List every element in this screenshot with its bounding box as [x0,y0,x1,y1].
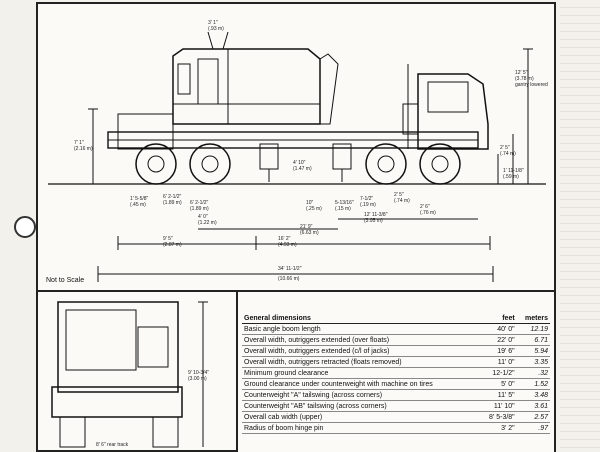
front-side-box [137,326,169,368]
svg-text:(2.87 m): (2.87 m) [163,242,182,248]
dim-rear-1: 10" [306,200,314,206]
side-view-drawing: 3' 1" (.93 m) 12' 5" (3.78 m) gantry low… [48,20,548,282]
binder-hole [14,216,36,238]
svg-text:(6.63 m): (6.63 m) [300,230,319,236]
svg-text:(4.93 m): (4.93 m) [278,242,297,248]
dim-front-1: 2' 5" [394,192,404,198]
front-view-panel: 9' 10-3/4" (3.00 m) 8' 6" rear track [36,292,238,452]
dim-deck-height: 7' 1" [74,140,84,146]
table-row: Overall width, outriggers retracted (flo… [242,356,550,368]
general-dimensions-panel: General dimensions feet meters Basic ang… [238,292,556,452]
col-meters: meters [516,314,550,324]
hub-3 [377,155,395,173]
dim-overall-length: 34' 11-1/2" [278,266,302,272]
svg-text:(.93 m): (.93 m) [208,26,224,32]
hub-2 [201,155,219,173]
dim-ground-clear: 1' 11-1/8" [503,168,524,174]
dim-front-height: 2' 5" [500,145,510,151]
carrier-cab [417,73,489,150]
dim-wheelbase: 9' 5" [163,236,173,242]
dim-left-2: 6' 2-1/2" [163,194,182,200]
carrier-cab-window [427,81,469,113]
svg-text:(.19 m): (.19 m) [360,202,376,208]
svg-text:(1.22 m): (1.22 m) [198,220,217,226]
dim-mid-1: 6' 2-1/2" [190,200,209,206]
not-to-scale-note: Not to Scale [46,277,85,284]
dim-left-1: 1' 5-5/8" [130,196,149,202]
table-row: Overall width, outriggers extended (c/l … [242,345,550,357]
dim-outrigger: 4' 10" [293,160,306,166]
svg-text:gantry lowered: gantry lowered [515,82,548,88]
operator-cab-window [197,58,219,105]
carrier-tank [402,103,419,135]
table-title: General dimensions [242,314,481,324]
dim-front-2: 2' 6" [420,204,430,210]
front-track: 8' 6" rear track [96,442,129,448]
cab-door [177,63,191,95]
dim-rear-3: 7-1/2" [360,196,373,202]
front-windshield [65,309,137,371]
wheel-3 [365,143,407,185]
counterweight [117,113,174,150]
dim-leader-boom-top [207,31,214,50]
svg-text:(1.89 m): (1.89 m) [163,200,182,206]
dim-rear-2: 5-13/16" [335,200,354,206]
hub-1 [147,155,165,173]
dim-boom-top: 3' 1" [208,20,218,26]
general-dimensions-table: General dimensions feet meters Basic ang… [242,314,550,434]
svg-text:(1.47 m): (1.47 m) [293,166,312,172]
side-view-panel: 3' 1" (.93 m) 12' 5" (3.78 m) gantry low… [36,2,556,292]
wheel-4 [419,143,461,185]
dim-center-2: 16' 2" [278,236,291,242]
front-bumper [51,386,183,418]
front-cab-body [57,301,179,393]
svg-text:(.15 m): (.15 m) [335,206,351,212]
svg-text:(3.78 m): (3.78 m) [515,76,534,82]
svg-text:(.74 m): (.74 m) [394,198,410,204]
front-tire-left [59,416,86,448]
front-height: 9' 10-3/4" [188,370,209,376]
col-feet: feet [480,314,517,324]
svg-text:(1.89 m): (1.89 m) [190,206,209,212]
front-view-drawing: 9' 10-3/4" (3.00 m) 8' 6" rear track [51,301,209,448]
svg-text:(3.00 m): (3.00 m) [188,376,207,382]
svg-text:(.76 m): (.76 m) [420,210,436,216]
table-row: Ground clearance under counterweight wit… [242,378,550,390]
svg-text:(.45 m): (.45 m) [130,202,146,208]
wheel-1 [135,143,177,185]
table-row: Overall width, outriggers extended (over… [242,334,550,346]
dim-overall-height: 12' 5" [515,70,528,76]
dim-center-1: 21' 9" [300,224,313,230]
dim-front-3: 12' 11-3/8" [364,212,388,218]
boom-base [319,53,339,125]
svg-text:(2.16 m): (2.16 m) [74,146,93,152]
table-row: Counterweight "A" tailswing (across corn… [242,389,550,401]
wheel-2 [189,143,231,185]
svg-text:(.59 m): (.59 m) [503,174,519,180]
upper-house [172,48,321,125]
dim-mid-2: 4' 0" [198,214,208,220]
table-row: Overall cab width (upper)8' 5-3/8"2.57 [242,411,550,423]
svg-text:(3.95 m): (3.95 m) [364,218,383,224]
svg-text:(.25 m): (.25 m) [306,206,322,212]
svg-text:(10.66 m): (10.66 m) [278,276,300,282]
svg-text:(.74 m): (.74 m) [500,151,516,157]
front-tire-right [152,416,179,448]
table-row: Counterweight "AB" tailswing (across cor… [242,400,550,412]
page-edge [560,0,600,450]
hub-4 [431,155,449,173]
